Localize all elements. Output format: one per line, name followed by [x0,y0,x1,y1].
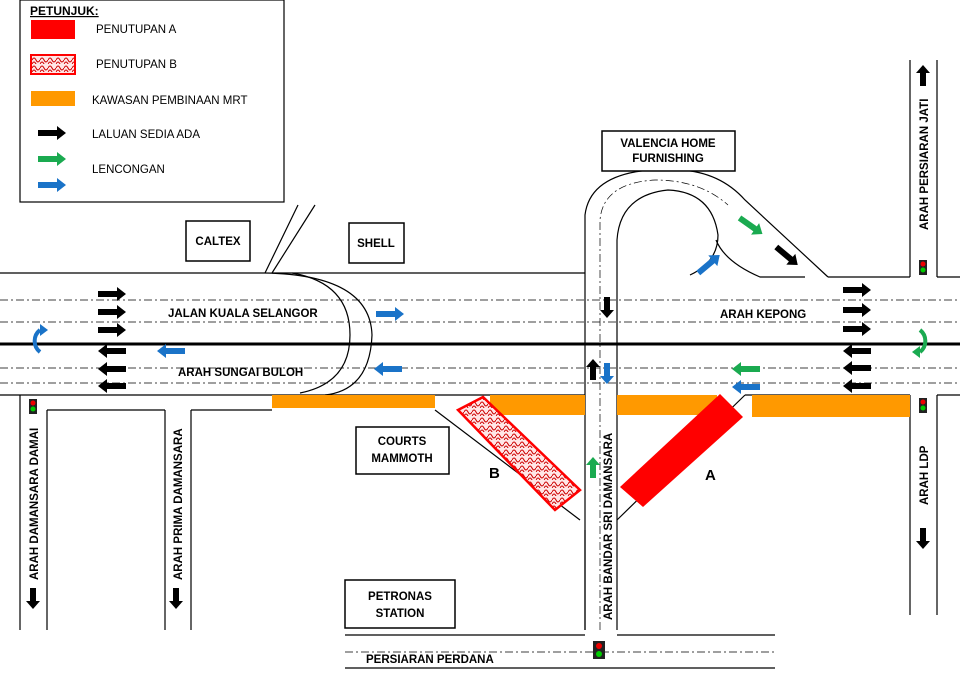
road-label-arah-persiaran-jati: ARAH PERSIARAN JATI [919,99,931,230]
black-arrow-down-icon [26,588,40,609]
closure-b-label: B [489,465,500,482]
road-label-jalan-kuala-selangor: JALAN KUALA SELANGOR [168,308,318,320]
mrt-zone-center-left [490,395,585,415]
black-arrow-right-icon [843,283,871,297]
blue-arrow-left-icon [374,362,402,376]
legend: PETUNJUK: PENUTUPAN A PENUTUPAN B KAWASA… [19,0,285,203]
landmark-shell: SHELL [348,222,405,264]
blue-arrow-right-icon [376,307,404,321]
landmark-caltex: CALTEX [185,220,251,262]
landmark-valencia: VALENCIA HOME FURNISHING [601,130,736,172]
legend-label-diversion: LENCONGAN [92,164,165,176]
legend-label-mrt-zone: KAWASAN PEMBINAAN MRT [92,95,248,107]
road-label-arah-ldp: ARAH LDP [919,445,931,505]
black-arrow-left-icon [98,362,126,376]
mrt-construction-zones [272,395,910,417]
svg-text:CALTEX: CALTEX [195,236,240,248]
black-arrow-down-icon [916,528,930,549]
traffic-light-icon [29,399,37,414]
traffic-light-icon [919,398,927,413]
left-loop-road [264,204,373,396]
closure-b-zone [455,395,582,512]
road-label-arah-sungai-buloh: ARAH SUNGAI BULOH [178,367,303,379]
black-arrow-left-icon [843,379,871,393]
green-arrow-left-icon [732,362,760,376]
svg-text:SHELL: SHELL [357,238,395,250]
svg-text:VALENCIA HOME: VALENCIA HOME [620,138,716,150]
black-arrow-left-icon [98,379,126,393]
black-arrow-right-icon [98,323,126,337]
black-arrow-up-icon [916,65,930,86]
traffic-light-icon [593,641,605,659]
svg-text:PETRONAS: PETRONAS [368,591,432,603]
black-arrow-left-icon [843,344,871,358]
black-arrow-right-icon [98,287,126,301]
blue-arrow-left-icon [732,380,760,394]
legend-swatch-closure-a [31,20,75,39]
black-arrow-up-icon [586,359,600,380]
legend-label-closure-b: PENUTUPAN B [96,59,177,71]
traffic-light-icon [919,260,927,275]
uturn-right-icon [912,346,920,358]
road-label-persiaran-perdana: PERSIARAN PERDANA [366,654,494,666]
svg-text:MAMMOTH: MAMMOTH [371,453,432,465]
mrt-zone-right [752,395,910,417]
legend-label-existing-route: LALUAN SEDIA ADA [92,129,200,141]
black-arrow-right-icon [843,303,871,317]
svg-text:COURTS: COURTS [378,436,427,448]
blue-arrow-diagonal-icon [693,249,725,279]
landmark-petronas: PETRONAS STATION [344,579,456,629]
black-arrow-right-icon [98,305,126,319]
legend-label-closure-a: PENUTUPAN A [96,24,177,36]
black-arrow-left-icon [843,361,871,375]
black-arrow-right-icon [843,322,871,336]
svg-text:FURNISHING: FURNISHING [632,153,704,165]
black-arrow-down-icon [169,588,183,609]
blue-arrow-down-icon [600,363,614,384]
black-arrow-left-icon [98,344,126,358]
uturn-left-icon [40,324,48,336]
legend-title: PETUNJUK: [30,4,99,18]
closure-a-label: A [705,467,716,484]
road-label-arah-bandar-sri-damansara: ARAH BANDAR SRI DAMANSARA [603,433,615,620]
road-label-arah-kepong: ARAH KEPONG [720,309,806,321]
main-road [0,272,960,396]
road-label-arah-prima-damansara: ARAH PRIMA DAMANSARA [173,428,185,580]
green-arrow-up-icon [586,457,600,478]
blue-arrow-left-icon [157,344,185,358]
svg-text:STATION: STATION [376,608,425,620]
mrt-zone-center-right [617,395,717,415]
road-label-arah-damansara-damai: ARAH DAMANSARA DAMAI [29,428,41,580]
traffic-lights [29,260,927,659]
mrt-zone-left [272,395,435,408]
black-arrow-diagonal-icon [771,241,803,271]
closure-a-zone [620,394,743,507]
landmark-courts: COURTS MAMMOTH [355,426,450,475]
legend-swatch-mrt-zone [31,91,75,106]
legend-swatch-closure-b [30,54,76,75]
